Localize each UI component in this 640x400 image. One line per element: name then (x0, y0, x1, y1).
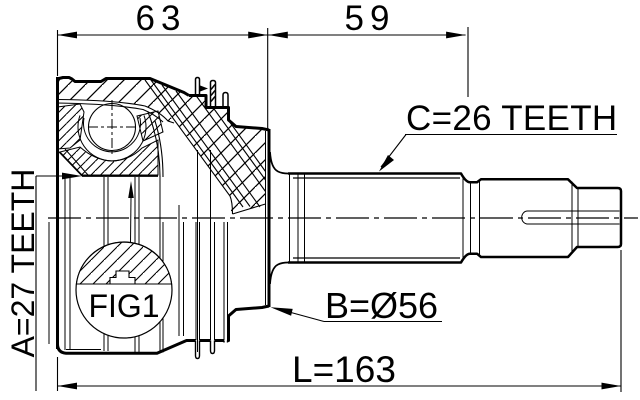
svg-text:A=27 TEETH: A=27 TEETH (5, 169, 41, 358)
svg-text:C=26 TEETH: C=26 TEETH (406, 99, 617, 138)
svg-text:FIG1: FIG1 (88, 288, 159, 324)
svg-text:B=Ø56: B=Ø56 (325, 285, 438, 326)
svg-text:L=163: L=163 (292, 349, 396, 390)
svg-text:59: 59 (345, 0, 396, 38)
svg-text:63: 63 (136, 0, 187, 38)
